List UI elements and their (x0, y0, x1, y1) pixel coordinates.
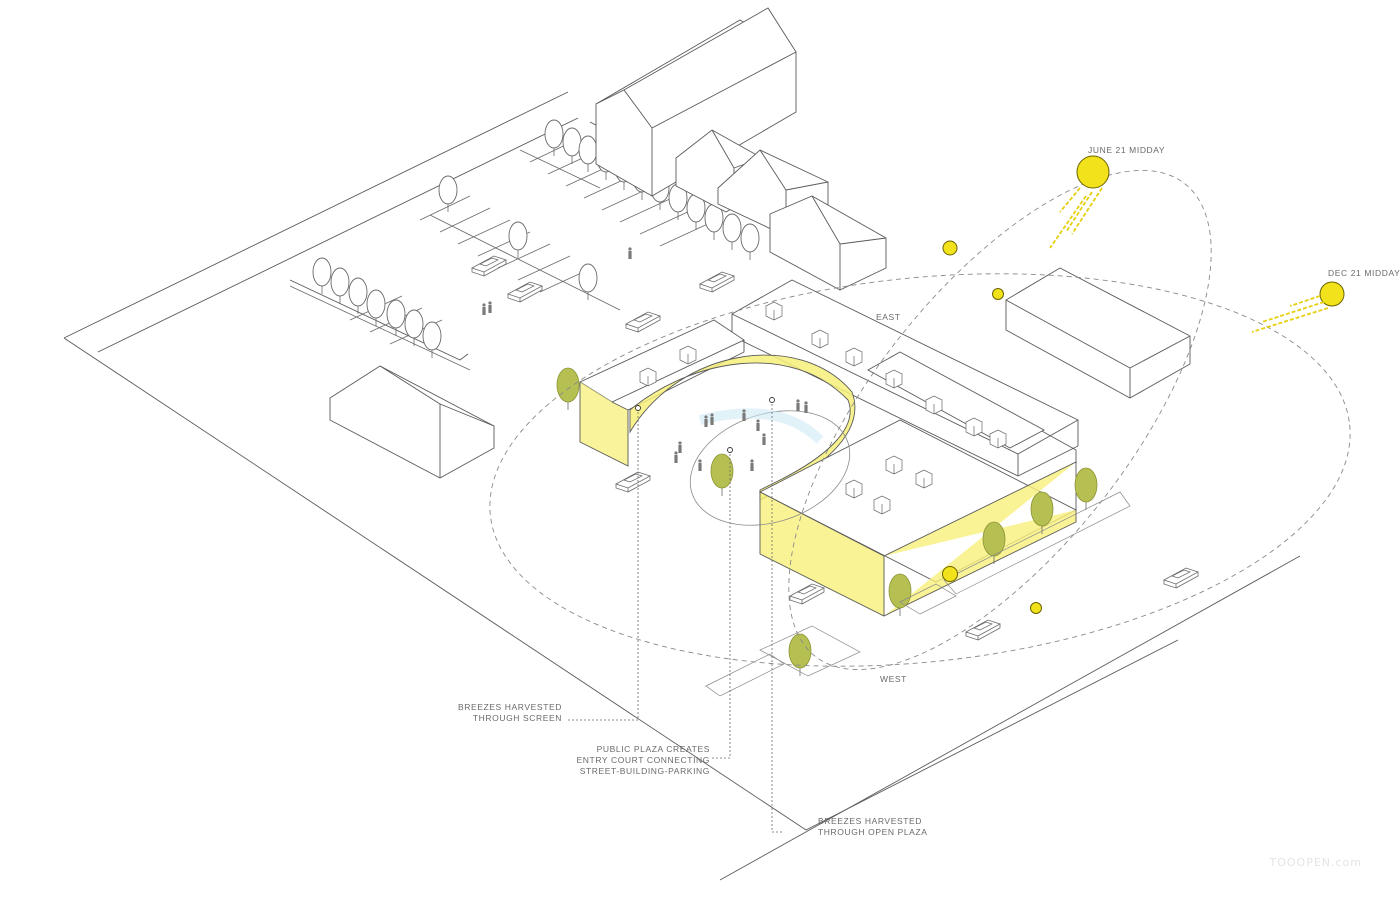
sun-positions (942, 155, 1345, 614)
annotation-points (635, 397, 775, 453)
annotation-leaders (566, 400, 784, 833)
landscape-pads (705, 491, 1131, 697)
sun-marker-icon (942, 240, 958, 256)
sun-marker-icon (942, 566, 958, 582)
annotation-screen: BREEZES HARVESTED THROUGH SCREEN (457, 702, 562, 723)
june-sun-label: JUNE 21 MIDDAY (1088, 145, 1166, 155)
june-sun-icon (1076, 155, 1110, 189)
sun-marker-icon (1030, 602, 1042, 614)
dec-sun-icon (1319, 281, 1345, 307)
annotation-open-plaza: BREEZES HARVESTED THROUGH OPEN PLAZA (818, 816, 928, 837)
west-label: WEST (880, 674, 907, 684)
watermark: TOOOPEN.com (1269, 856, 1362, 869)
sun-marker-icon (992, 288, 1004, 300)
dec-sun-label: DEC 21 MIDDAY (1328, 268, 1400, 278)
public-plaza (674, 399, 851, 526)
context-houses (329, 7, 1191, 479)
sun-ray-arrows (1049, 187, 1329, 333)
main-building (579, 279, 1079, 617)
annotation-plaza: PUBLIC PLAZA CREATES ENTRY COURT CONNECT… (576, 744, 710, 776)
east-label: EAST (876, 312, 901, 322)
